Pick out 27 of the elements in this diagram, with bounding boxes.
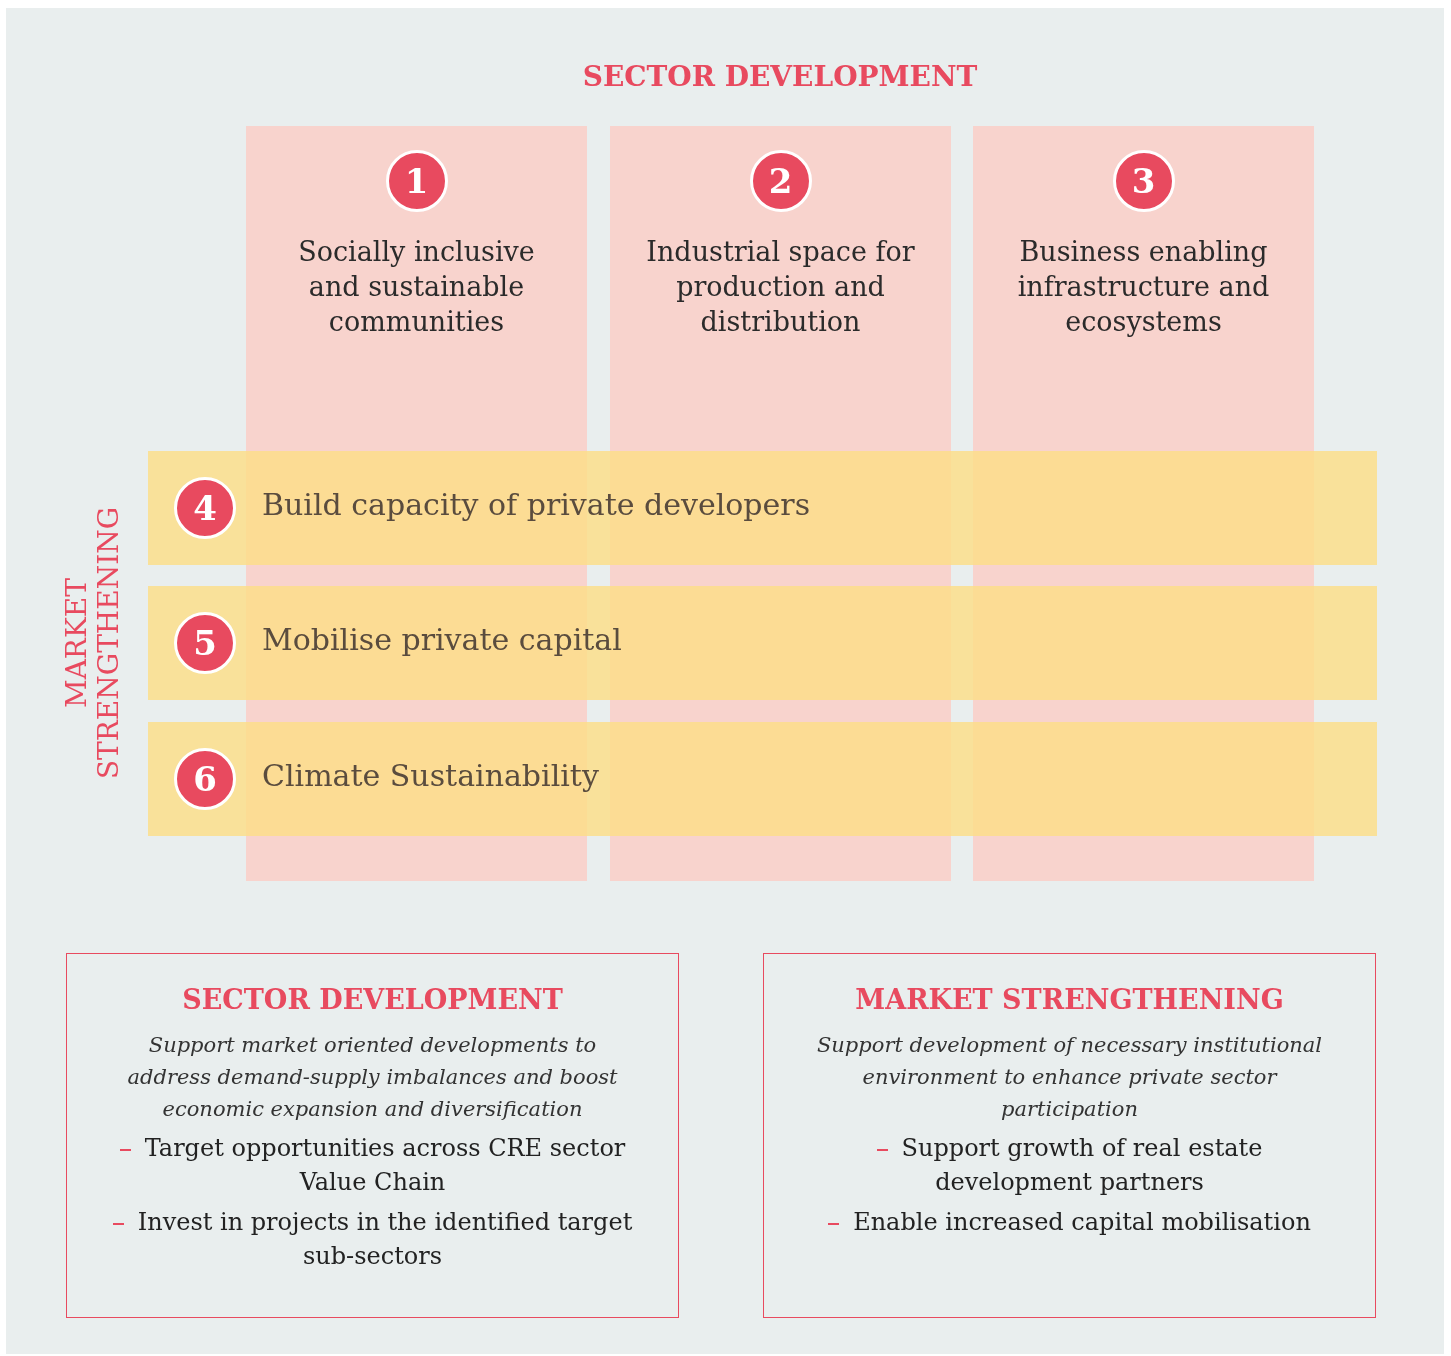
section-heading: SECTOR DEVELOPMENT (581, 60, 979, 95)
column-title: Industrial space for production and distribution (645, 235, 916, 339)
column-title: Business enabling infrastructure and ecosystems (1016, 235, 1271, 339)
row-title: Mobilise private capital (262, 622, 622, 657)
info-card (763, 953, 1376, 1318)
card-description: Support development of necessary institutional environment to enhance private sector participation (815, 1032, 1324, 1123)
bullet-text: Target opportunities across CRE sector Value Chain (144, 1134, 626, 1196)
column-title: Socially inclusive and sustainable communities (297, 235, 536, 339)
number-badge: 6 (174, 748, 236, 810)
number-badge: 3 (1112, 150, 1175, 212)
row-band (148, 451, 1377, 565)
number-badge: 4 (174, 477, 236, 539)
info-card (66, 953, 679, 1318)
number-badge: 5 (174, 612, 236, 674)
bullet-text: Invest in projects in the identified target sub-sectors (137, 1208, 633, 1270)
row-band (148, 722, 1377, 836)
card-description: Support market oriented developments to address demand-supply imbalances and boost economic expansion and diversification (126, 1032, 619, 1123)
card-heading: SECTOR DEVELOPMENT (181, 984, 564, 1015)
card-heading: MARKET STRENGTHENING (854, 984, 1285, 1015)
axis-heading: MARKET STRENGTHENING (61, 505, 126, 782)
bullet-text: Enable increased capital mobilisation (853, 1208, 1311, 1236)
number-badge: 1 (385, 150, 448, 212)
row-title: Climate Sustainability (262, 758, 599, 793)
row-title: Build capacity of private developers (262, 487, 811, 522)
row-band (148, 586, 1377, 700)
bullet-text: Support growth of real estate development partners (901, 1134, 1263, 1196)
number-badge: 2 (749, 150, 812, 212)
